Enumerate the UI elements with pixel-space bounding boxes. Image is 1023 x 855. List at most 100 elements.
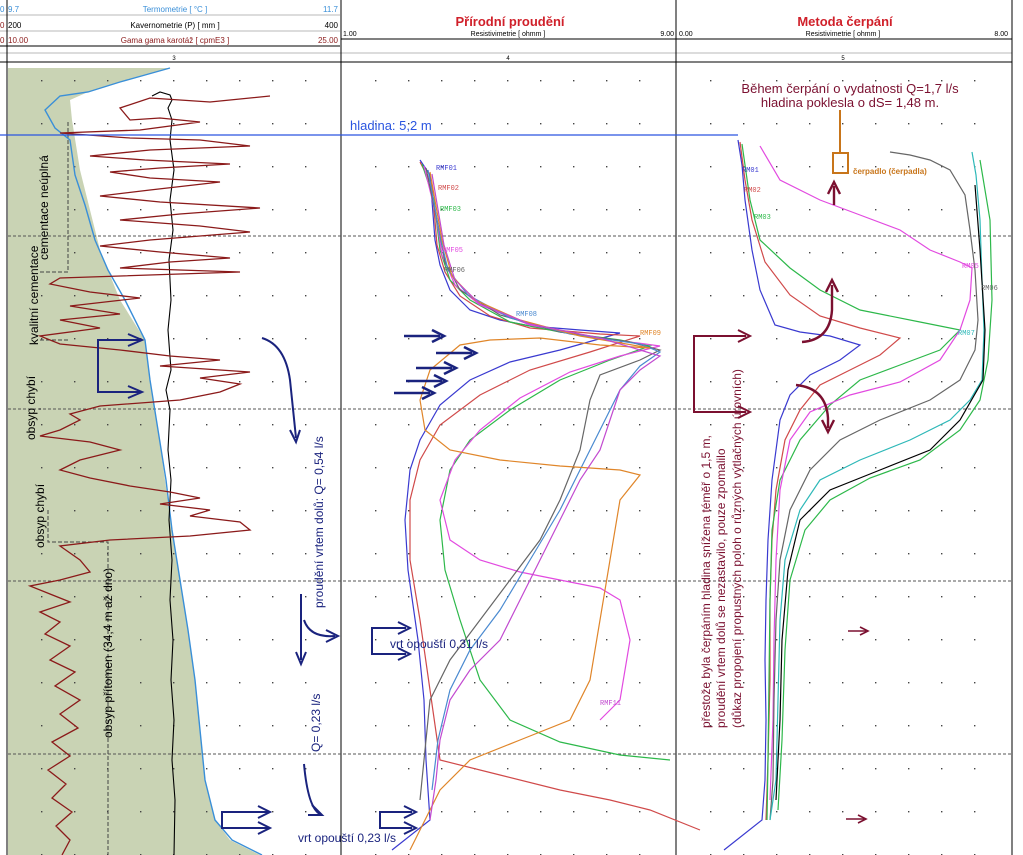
grid-dot [606, 553, 608, 555]
gamma-label: Gama gama karotáž [ cpmE3 ] [121, 36, 230, 45]
grid-dot [206, 381, 208, 383]
grid-dot [74, 768, 76, 770]
grid-dot [540, 553, 542, 555]
grid-dot [206, 209, 208, 211]
grid-dot [639, 639, 641, 641]
zone-label-no-gravel-2: obsyp chybí [33, 483, 47, 548]
temp-min: 9.7 [8, 5, 20, 14]
grid-dot [140, 510, 142, 512]
grid-dot [206, 338, 208, 340]
grid-dot [743, 596, 745, 598]
grid-dot [305, 596, 307, 598]
grid-dot [305, 553, 307, 555]
grid-dot [573, 596, 575, 598]
grid-dot [908, 510, 910, 512]
zone-brackets [39, 122, 109, 855]
grid-dot [74, 639, 76, 641]
grid-dot [441, 166, 443, 168]
grid-dot [140, 596, 142, 598]
grid-dot [540, 768, 542, 770]
track1-flow-annotations [97, 333, 341, 835]
grid-dot [639, 381, 641, 383]
grid-dot [573, 252, 575, 254]
rmf05-label: RMF05 [442, 247, 463, 255]
grid-dot [305, 424, 307, 426]
exit-023-label: vrt opouští 0,23 l/s [298, 831, 396, 845]
rm03-label: RM03 [754, 214, 771, 222]
grid-dot [408, 768, 410, 770]
grid-dot [540, 166, 542, 168]
grid-dot [710, 596, 712, 598]
grid-dot [305, 252, 307, 254]
grid-dot [140, 80, 142, 82]
track-number-3: 5 [841, 56, 845, 62]
rm07-label: RM07 [958, 330, 975, 338]
grid-dot [375, 811, 377, 813]
grid-dot [875, 80, 877, 82]
grid-dot [875, 639, 877, 641]
grid-dot [408, 596, 410, 598]
grid-dot [173, 510, 175, 512]
grid-dot [74, 596, 76, 598]
grid-dot [639, 510, 641, 512]
grid-dot [743, 80, 745, 82]
grid-dot [875, 467, 877, 469]
grid-dot [206, 252, 208, 254]
grid-dot [272, 596, 274, 598]
grid-dot [272, 166, 274, 168]
grid-dot [941, 553, 943, 555]
grid-dot [239, 381, 241, 383]
grid-dot [776, 80, 778, 82]
rm06-curve [769, 151, 979, 821]
grid-dot [408, 424, 410, 426]
grid-dot [272, 553, 274, 555]
grid-dot [507, 553, 509, 555]
grid-dot [305, 80, 307, 82]
grid-dot [639, 424, 641, 426]
track3-axis-label: Resistivimetrie [ ohmm ] [806, 31, 881, 38]
rmf08-label: RMF08 [516, 311, 537, 319]
grid-dot [540, 424, 542, 426]
grid-dot [776, 381, 778, 383]
grid-dot [239, 682, 241, 684]
grid-dot [305, 811, 307, 813]
grid-dot [540, 725, 542, 727]
grid-dot [809, 811, 811, 813]
grid-dot [743, 725, 745, 727]
grid-dot [606, 381, 608, 383]
grid-dot [74, 510, 76, 512]
grid-dot [540, 639, 542, 641]
grid-dot [474, 209, 476, 211]
grid-dot [441, 467, 443, 469]
grid-dot [408, 510, 410, 512]
grid-dot [875, 553, 877, 555]
grid-dot [639, 768, 641, 770]
temp-label: Termometrie [ °C ] [143, 5, 208, 14]
grid-dot [408, 166, 410, 168]
grid-dot [941, 252, 943, 254]
gamma-min: 10.00 [8, 36, 29, 45]
grid-dot [305, 768, 307, 770]
track2-curve-labels: RMF01 RMF02 RMF03 RMF05 RMF06 RMF08 RMF0… [436, 165, 661, 708]
grid-dot [776, 811, 778, 813]
grid-dot [809, 596, 811, 598]
grid-dot [305, 209, 307, 211]
temperature-curve [44, 67, 263, 855]
grid-dot [974, 381, 976, 383]
grid-dot [639, 80, 641, 82]
grid-dot [375, 166, 377, 168]
grid-dot [540, 811, 542, 813]
grid-dot [272, 811, 274, 813]
q-023-label: Q= 0,23 l/s [309, 694, 323, 752]
grid-dot [239, 553, 241, 555]
grid-dot [173, 596, 175, 598]
rmf08-curve [427, 169, 662, 791]
grid-dot [375, 596, 377, 598]
grid-dot [639, 725, 641, 727]
track2-axis-label: Resistivimetrie [ ohmm ] [471, 31, 546, 38]
grid-dot [842, 510, 844, 512]
grid-dot [74, 209, 76, 211]
rmf05-curve [423, 165, 661, 721]
grid-dot [107, 252, 109, 254]
grid-dot [173, 639, 175, 641]
